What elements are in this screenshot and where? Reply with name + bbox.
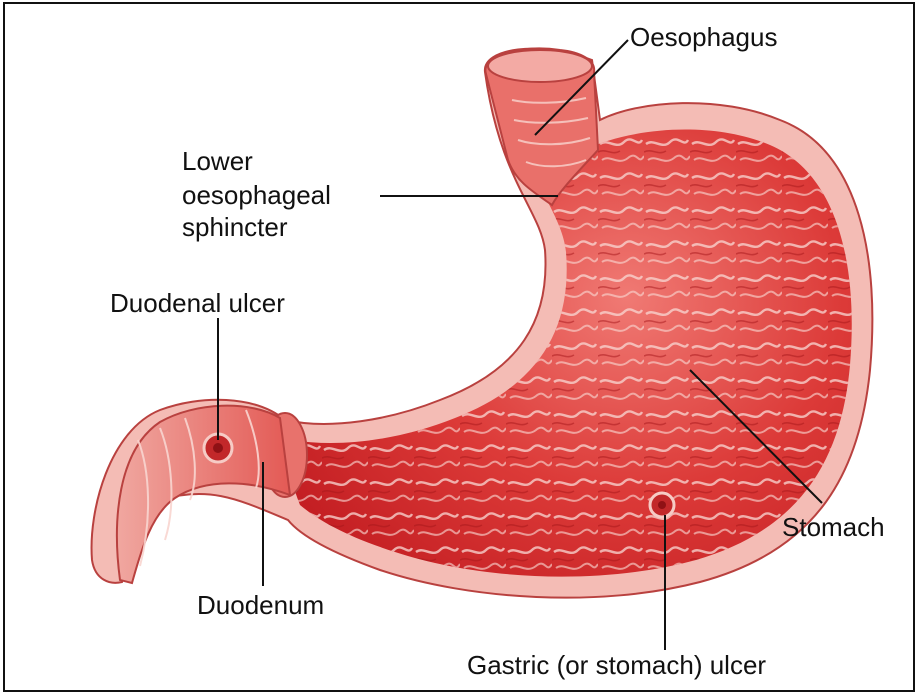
label-oesophagus: Oesophagus — [630, 22, 777, 52]
label-duodenal-ulcer: Duodenal ulcer — [110, 288, 285, 318]
label-sphincter-line1: Lower — [182, 146, 253, 176]
label-duodenum: Duodenum — [197, 590, 324, 620]
label-gastric-ulcer: Gastric (or stomach) ulcer — [467, 650, 766, 680]
label-stomach: Stomach — [782, 512, 885, 542]
label-sphincter-line2: oesophageal — [182, 180, 331, 210]
label-sphincter-line3: sphincter — [182, 212, 288, 242]
